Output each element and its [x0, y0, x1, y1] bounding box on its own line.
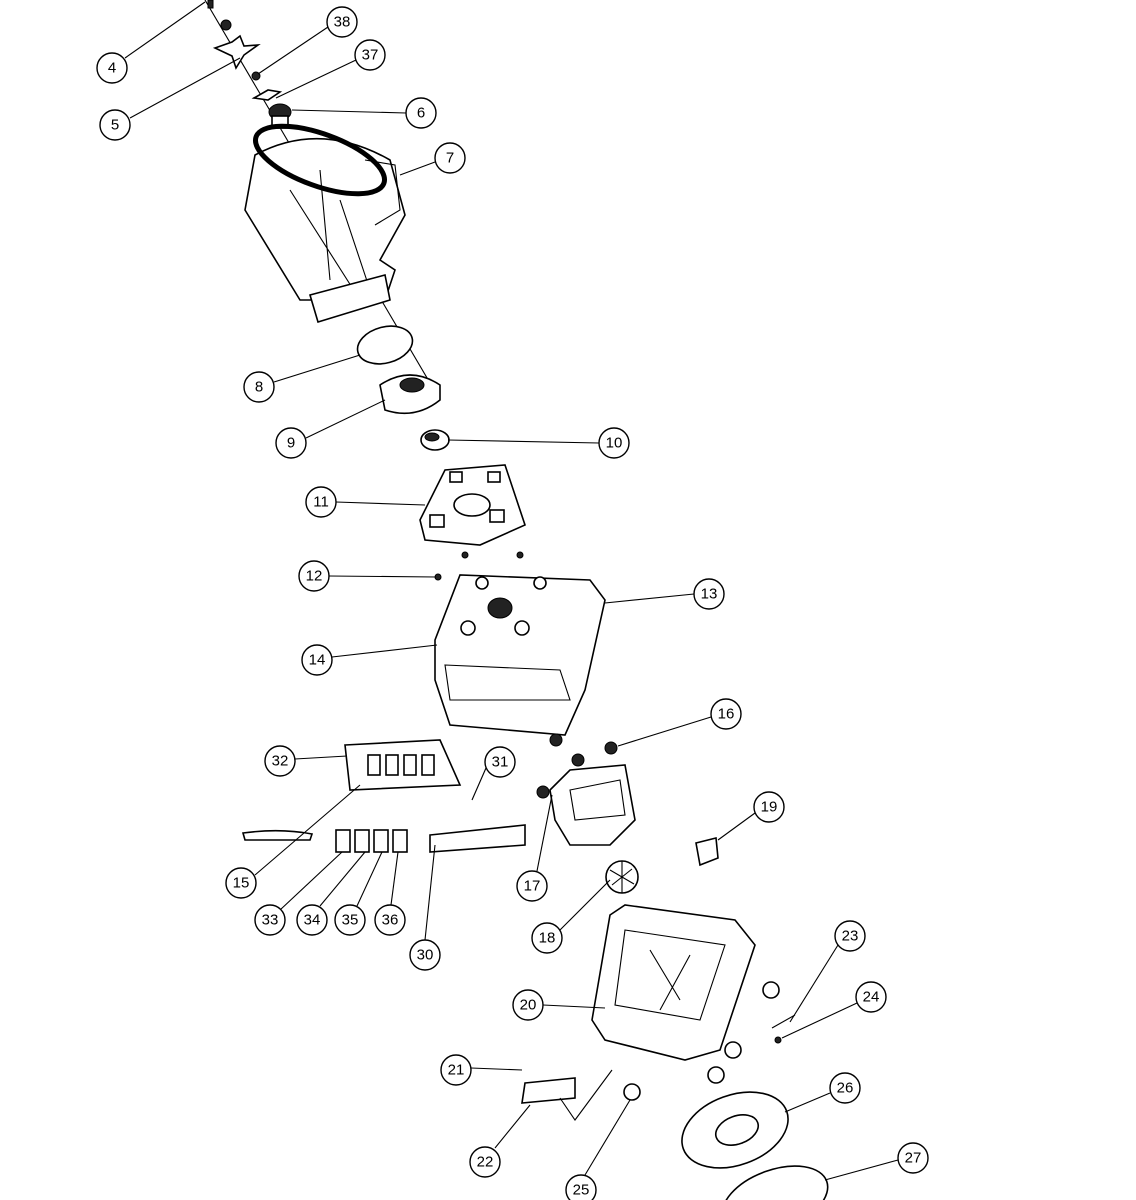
- svg-text:11: 11: [313, 494, 329, 511]
- callout-11: 11: [305, 486, 337, 518]
- callout-34: 34: [296, 904, 328, 936]
- callout-27: 27: [897, 1142, 929, 1174]
- svg-text:22: 22: [477, 1154, 494, 1171]
- svg-text:6: 6: [417, 105, 425, 122]
- callout-13: 13: [693, 578, 725, 610]
- svg-text:34: 34: [304, 912, 321, 929]
- callout-36: 36: [374, 904, 406, 936]
- callout-31: 31: [484, 746, 516, 778]
- svg-text:12: 12: [306, 568, 323, 585]
- callout-16: 16: [710, 698, 742, 730]
- callout-26: 26: [829, 1072, 861, 1104]
- svg-text:35: 35: [342, 912, 359, 929]
- callout-37: 37: [354, 39, 386, 71]
- svg-text:10: 10: [606, 435, 623, 452]
- callout-18: 18: [531, 922, 563, 954]
- svg-text:23: 23: [842, 928, 859, 945]
- svg-text:38: 38: [334, 14, 351, 31]
- svg-text:33: 33: [262, 912, 279, 929]
- svg-text:21: 21: [448, 1062, 465, 1079]
- svg-text:32: 32: [272, 753, 289, 770]
- callout-4: 4: [96, 52, 128, 84]
- svg-text:13: 13: [701, 586, 718, 603]
- svg-text:16: 16: [718, 706, 735, 723]
- callout-17: 17: [516, 870, 548, 902]
- svg-text:9: 9: [287, 435, 295, 452]
- jar: [244, 123, 406, 324]
- motor: [536, 733, 639, 894]
- callout-20: 20: [512, 989, 544, 1021]
- callout-5: 5: [99, 109, 131, 141]
- svg-text:17: 17: [524, 878, 541, 895]
- callout-15: 15: [225, 867, 257, 899]
- pad: [419, 464, 526, 546]
- svg-text:31: 31: [492, 754, 509, 771]
- callout-24: 24: [855, 981, 887, 1013]
- callout-19: 19: [753, 791, 785, 823]
- callout-10: 10: [598, 427, 630, 459]
- callout-35: 35: [334, 904, 366, 936]
- svg-text:26: 26: [837, 1080, 854, 1097]
- svg-text:4: 4: [108, 60, 116, 77]
- callout-30: 30: [409, 939, 441, 971]
- svg-text:37: 37: [362, 47, 379, 64]
- base: [521, 836, 829, 1200]
- callout-32: 32: [264, 745, 296, 777]
- svg-text:18: 18: [539, 930, 556, 947]
- gasket-and-coupler: [356, 325, 450, 451]
- svg-text:8: 8: [255, 379, 263, 396]
- callout-9: 9: [275, 427, 307, 459]
- svg-text:36: 36: [382, 912, 399, 929]
- svg-text:7: 7: [446, 150, 454, 167]
- callout-21: 21: [440, 1054, 472, 1086]
- svg-text:14: 14: [309, 652, 326, 669]
- svg-text:19: 19: [761, 799, 778, 816]
- control-panel: [241, 739, 526, 853]
- svg-text:30: 30: [417, 947, 434, 964]
- callout-23: 23: [834, 920, 866, 952]
- callout-38: 38: [326, 6, 358, 38]
- svg-text:5: 5: [111, 117, 119, 134]
- leader-lines: [124, 1, 899, 1181]
- svg-text:15: 15: [233, 875, 250, 892]
- callout-33: 33: [254, 904, 286, 936]
- motor-base-housing: [434, 551, 606, 736]
- callout-25: 25: [565, 1174, 597, 1200]
- callout-7: 7: [434, 142, 466, 174]
- svg-text:20: 20: [520, 997, 537, 1014]
- svg-text:27: 27: [905, 1150, 922, 1167]
- callout-8: 8: [243, 371, 275, 403]
- callout-6: 6: [405, 97, 437, 129]
- callout-22: 22: [469, 1146, 501, 1178]
- callout-12: 12: [298, 560, 330, 592]
- callout-14: 14: [301, 644, 333, 676]
- svg-text:25: 25: [573, 1182, 590, 1199]
- svg-text:24: 24: [863, 989, 880, 1006]
